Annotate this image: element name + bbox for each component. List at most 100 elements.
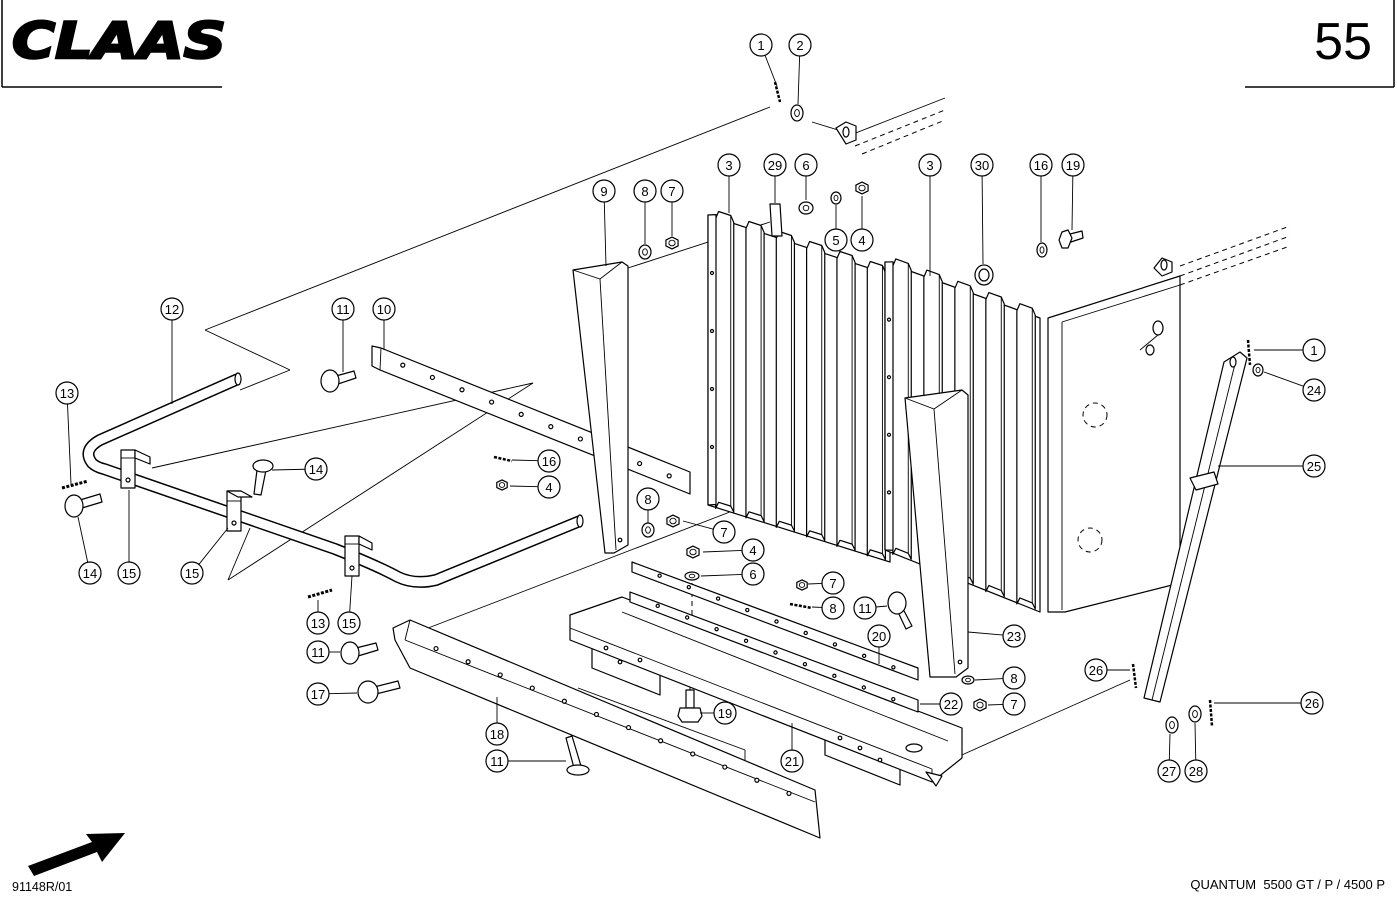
callout-circle (633, 179, 657, 203)
pin (1131, 663, 1138, 689)
callout-marker: 14 (77, 516, 102, 585)
continuation-lines (689, 109, 946, 690)
bolt-hole (774, 619, 779, 624)
callout-marker: 26 (1084, 658, 1130, 682)
bolt-hole (745, 607, 750, 613)
callout-marker: 7 (987, 692, 1026, 716)
bolt-hole (548, 424, 554, 430)
bolt-hole (773, 650, 778, 655)
callout-circle (592, 179, 616, 203)
callout-marker: 11 (331, 297, 355, 372)
leader-line (603, 201, 607, 267)
callout-marker: 5 (824, 205, 848, 252)
callout-marker: 4 (702, 538, 765, 562)
bolt-hole (686, 584, 692, 590)
callout-number: 24 (1307, 383, 1321, 398)
callout-circle (749, 33, 773, 57)
bolt-hole (714, 626, 719, 632)
callout-marker: 7 (682, 520, 736, 544)
hex-nut (666, 514, 680, 528)
hex-nut (686, 545, 700, 559)
leader-line (700, 573, 743, 577)
callout-number: 26 (1089, 663, 1103, 678)
callout-number: 11 (336, 302, 350, 317)
callout-number: 1 (757, 38, 764, 53)
callout-number: 26 (1305, 696, 1319, 711)
callout-circle (1029, 153, 1053, 177)
cross-channel (569, 596, 963, 787)
callout-number: 12 (165, 302, 179, 317)
panel-edge-strip (707, 214, 717, 506)
callout-number: 4 (858, 233, 865, 248)
washer (830, 191, 842, 205)
callout-circle (867, 624, 891, 648)
bolt-hole (459, 387, 465, 393)
callout-number: 18 (490, 727, 504, 742)
callout-marker: 8 (974, 666, 1026, 690)
bolt-hole (433, 645, 439, 652)
callout-circle (780, 749, 804, 773)
bolt-hole (577, 436, 584, 442)
callout-number: 15 (122, 566, 136, 581)
callout-circle (794, 153, 818, 177)
bolt-hole (561, 698, 567, 704)
pin (1208, 699, 1214, 727)
callout-marker: 4 (509, 475, 561, 499)
callout-number: 21 (785, 754, 799, 769)
tube-bracket (120, 449, 151, 489)
callout-marker: 28 (1184, 722, 1208, 783)
washer (798, 201, 814, 215)
hardware (496, 104, 1264, 734)
callout-circle (741, 538, 765, 562)
callout-marker: 4 (850, 196, 874, 252)
leader-line (509, 485, 539, 488)
bolt-hole (832, 642, 838, 647)
grommet (974, 264, 994, 286)
callout-circle (331, 297, 355, 321)
support-arm (1143, 351, 1248, 703)
callout-marker: 7 (660, 179, 684, 236)
callout-circle (713, 701, 737, 725)
callout-circle (485, 749, 509, 773)
pin (61, 479, 89, 490)
direction-arrow-icon (28, 833, 125, 876)
flat-strip (629, 591, 919, 713)
callout-marker: 8 (633, 179, 657, 244)
assembly-guide-lines (151, 97, 1131, 760)
callout-number: 11 (311, 645, 325, 660)
callout-circle (1302, 454, 1326, 478)
callout-number: 7 (720, 525, 727, 540)
panel-rib (775, 230, 796, 532)
flat-strip (631, 561, 919, 681)
bolt-hole (666, 473, 672, 479)
panel-rib (806, 240, 826, 542)
pin (1246, 339, 1252, 366)
carriage-bolt (252, 459, 274, 496)
panel-rib (866, 260, 887, 561)
callout-marker: 2 (788, 33, 812, 105)
callout-number: 14 (83, 566, 97, 581)
leader-line (349, 575, 353, 613)
bolt-hole (497, 672, 503, 678)
callout-marker: 16 (511, 449, 561, 473)
page-number: 55 (1314, 13, 1372, 71)
callout-marker: 19 (1061, 153, 1085, 231)
pin (789, 602, 813, 610)
washer (1036, 242, 1048, 258)
callout-number: 20 (872, 629, 886, 644)
leader-line (987, 703, 1004, 706)
callout-circle (78, 561, 102, 585)
panel-rib (892, 258, 912, 560)
washer (790, 104, 804, 122)
callout-marker: 6 (700, 562, 765, 586)
leader-line (67, 403, 72, 485)
callout-circle (853, 596, 877, 620)
washer (1188, 705, 1202, 723)
bolt-hole (518, 411, 524, 417)
callout-marker: 3 (918, 153, 942, 276)
washer (638, 244, 652, 260)
callout-number: 29 (768, 158, 782, 173)
bolt-hole (655, 603, 660, 609)
callout-marker: 29 (763, 153, 787, 203)
support-post (572, 261, 629, 554)
